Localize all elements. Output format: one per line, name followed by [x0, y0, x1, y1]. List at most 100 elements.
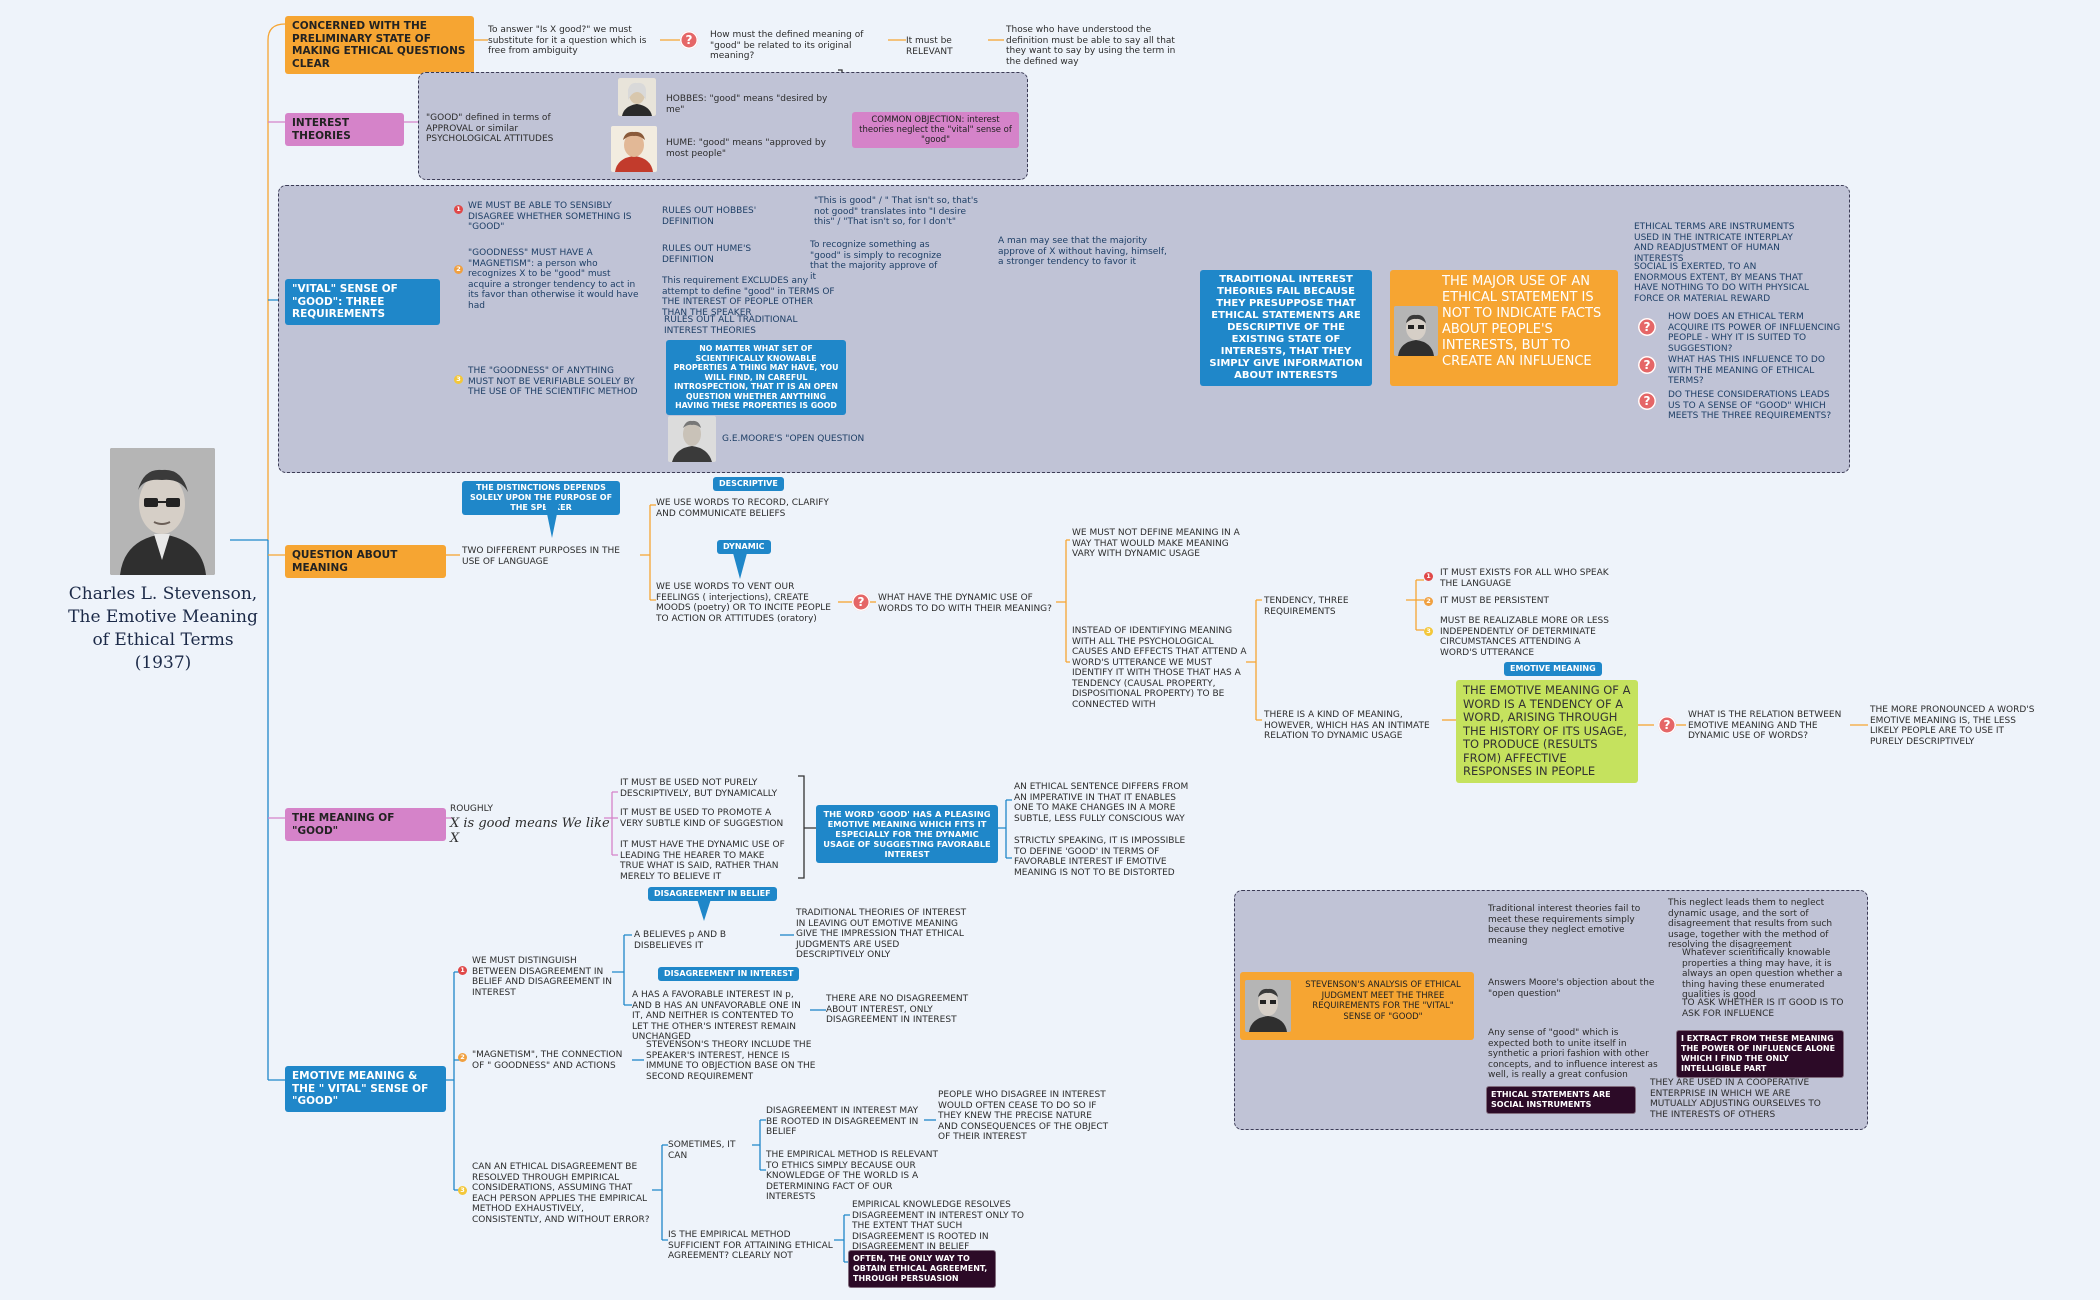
branch-vital-sense[interactable]: "VITAL" SENSE OF "GOOD": THREE REQUIREME…: [285, 279, 440, 325]
branch-emotive-vital[interactable]: EMOTIVE MEANING & THE " VITAL" SENSE OF …: [285, 1066, 446, 1112]
impossible-to-define: STRICTLY SPEAKING, IT IS IMPOSSIBLE TO D…: [1014, 836, 1186, 878]
preliminary-ambiguity: To answer "Is X good?" we must substitut…: [488, 25, 647, 56]
hobbes-definition: HOBBES: "good" means "desired by me": [666, 94, 828, 115]
analysis-neglect: Traditional interest theories fail to me…: [1488, 904, 1641, 946]
hobbes-translation: "This is good" / " That isn't so, that's…: [814, 196, 978, 227]
branch-interest-theories[interactable]: INTEREST THEORIES: [285, 113, 404, 146]
purpose-callout[interactable]: THE DISTINCTIONS DEPENDS SOLELY UPON THE…: [462, 481, 620, 515]
belief-example: A BELIEVES p AND B DISBELIEVES IT: [634, 930, 727, 951]
social-influence: SOCIAL IS EXERTED, TO AN ENORMOUS EXTENT…: [1634, 262, 1809, 304]
sometimes-it-can: SOMETIMES, IT CAN: [668, 1140, 736, 1161]
vital-requirement-1: WE MUST BE ABLE TO SENSIBLY DISAGREE WHE…: [468, 201, 632, 232]
number-2-icon: 2: [458, 1053, 467, 1062]
empirical-resolution-question: CAN AN ETHICAL DISAGREEMENT BE RESOLVED …: [472, 1162, 650, 1225]
number-2-icon: 2: [454, 265, 463, 274]
central-topic[interactable]: Charles L. Stevenson, The Emotive Meanin…: [68, 584, 258, 673]
moore-portrait: [668, 416, 716, 462]
good-dynamic: IT MUST BE USED NOT PURELY DESCRIPTIVELY…: [620, 778, 778, 799]
number-2-icon: 2: [1424, 597, 1433, 606]
rules-out-hume: RULES OUT HUME'S DEFINITION: [662, 244, 752, 265]
traditional-theories-fail[interactable]: TRADITIONAL INTEREST THEORIES FAIL BECAU…: [1200, 270, 1372, 386]
number-3-icon: 3: [1424, 627, 1433, 636]
descriptive-tag[interactable]: DESCRIPTIVE: [713, 477, 784, 491]
interest-example: A HAS A FAVORABLE INTEREST IN p, AND B H…: [632, 990, 801, 1042]
analysis-title: STEVENSON'S ANALYSIS OF ETHICAL JUDGMENT…: [1305, 980, 1461, 1022]
moore-open-question: G.E.MOORE'S "OPEN QUESTION: [722, 434, 865, 444]
must-not-define: WE MUST NOT DEFINE MEANING IN A WAY THAT…: [1072, 528, 1240, 559]
question-influence-meaning: WHAT HAS THIS INFLUENCE TO DO WITH THE M…: [1668, 355, 1825, 386]
question-icon: ?: [680, 31, 698, 49]
hume-counterexample: A man may see that the majority approve …: [998, 236, 1167, 267]
preliminary-relevant: It must be RELEVANT: [906, 36, 953, 57]
empirical-sufficient: IS THE EMPIRICAL METHOD SUFFICIENT FOR A…: [668, 1230, 833, 1261]
tendency-all-speakers: IT MUST EXISTS FOR ALL WHO SPEAK THE LAN…: [1440, 568, 1609, 589]
traditional-descriptive: TRADITIONAL THEORIES OF INTEREST IN LEAV…: [796, 908, 967, 960]
two-purposes: TWO DIFFERENT PURPOSES IN THE USE OF LAN…: [462, 546, 620, 567]
major-use-ethical-statement[interactable]: THE MAJOR USE OF AN ETHICAL STATEMENT IS…: [1390, 270, 1618, 386]
question-acquire-power: HOW DOES AN ETHICAL TERM ACQUIRE ITS POW…: [1668, 312, 1841, 354]
ethical-vs-imperative: AN ETHICAL SENTENCE DIFFERS FROM AN IMPE…: [1014, 782, 1189, 824]
number-1-icon: 1: [454, 205, 463, 214]
number-1-icon: 1: [458, 966, 467, 975]
persuasion-node[interactable]: OFTEN, THE ONLY WAY TO OBTAIN ETHICAL AG…: [848, 1250, 996, 1288]
requirement-excludes: This requirement EXCLUDES any attempt to…: [662, 276, 835, 318]
analysis-neglect-consequence: This neglect leads them to neglect dynam…: [1668, 898, 1833, 950]
number-3-icon: 3: [454, 375, 463, 384]
question-icon: ?: [1638, 318, 1656, 336]
analysis-moore: Answers Moore's objection about the "ope…: [1488, 978, 1655, 999]
disagreement-interest-tag[interactable]: DISAGREEMENT IN INTEREST: [658, 967, 800, 981]
question-icon: ?: [1658, 716, 1676, 734]
analysis-power-of-influence[interactable]: I EXTRACT FROM THESE MEANING THE POWER O…: [1676, 1030, 1844, 1078]
stevenson-immune: STEVENSON'S THEORY INCLUDE THE SPEAKER'S…: [646, 1040, 816, 1082]
good-formula: X is good means We like X: [450, 816, 610, 846]
tendency-persistent: IT MUST BE PERSISTENT: [1440, 596, 1550, 606]
question-three-requirements: DO THESE CONSIDERATIONS LEADS US TO A SE…: [1668, 390, 1832, 421]
dynamic-question: WHAT HAVE THE DYNAMIC USE OF WORDS TO DO…: [878, 593, 1052, 614]
branch-preliminary[interactable]: CONCERNED WITH THE PRELIMINARY STATE OF …: [285, 16, 474, 74]
empirical-relevant: THE EMPIRICAL METHOD IS RELEVANT TO ETHI…: [766, 1150, 938, 1202]
dynamic-use: WE USE WORDS TO VENT OUR FEELINGS ( inte…: [656, 582, 831, 624]
common-objection[interactable]: COMMON OBJECTION: interest theories negl…: [852, 112, 1019, 148]
analysis-social-instruments[interactable]: ETHICAL STATEMENTS ARE SOCIAL INSTRUMENT…: [1486, 1086, 1636, 1114]
analysis-ask-influence: TO ASK WHETHER IS IT GOOD IS TO ASK FOR …: [1682, 998, 1844, 1019]
hume-majority: To recognize something as "good" is simp…: [810, 240, 942, 282]
dynamic-tag[interactable]: DYNAMIC: [717, 540, 771, 554]
vital-requirement-2: "GOODNESS" MUST HAVE A "MAGNETISM": a pe…: [468, 248, 639, 311]
analysis-cooperative: THEY ARE USED IN A COOPERATIVE ENTERPRIS…: [1650, 1078, 1821, 1120]
hume-definition: HUME: "good" means "approved by most peo…: [666, 138, 826, 159]
identify-tendency: INSTEAD OF IDENTIFYING MEANING WITH ALL …: [1072, 626, 1247, 710]
emotive-relation-question: WHAT IS THE RELATION BETWEEN EMOTIVE MEA…: [1688, 710, 1842, 741]
number-3-icon: 3: [458, 1186, 467, 1195]
empirical-knowledge-resolves: EMPIRICAL KNOWLEDGE RESOLVES DISAGREEMEN…: [852, 1200, 1025, 1252]
distinguish-disagreement: WE MUST DISTINGUISH BETWEEN DISAGREEMENT…: [472, 956, 612, 998]
good-suggestion: IT MUST BE USED TO PROMOTE A VERY SUBTLE…: [620, 808, 784, 829]
emotive-meaning-definition[interactable]: THE EMOTIVE MEANING OF A WORD IS A TENDE…: [1456, 680, 1638, 783]
magnetism-actions: "MAGNETISM", THE CONNECTION OF " GOODNES…: [472, 1050, 623, 1071]
good-make-true: IT MUST HAVE THE DYNAMIC USE OF LEADING …: [620, 840, 785, 882]
hobbes-portrait: [618, 78, 656, 116]
stevenson-analysis-portrait: [1245, 980, 1291, 1032]
disagreement-belief-tag[interactable]: DISAGREEMENT IN BELIEF: [648, 887, 777, 901]
preliminary-definition: Those who have understood the definition…: [1006, 25, 1176, 67]
preliminary-question: How must the defined meaning of "good" b…: [710, 30, 864, 61]
stevenson-small-portrait: [1394, 306, 1438, 356]
number-1-icon: 1: [1424, 572, 1433, 581]
analysis-open-question: Whatever scientifically knowable propert…: [1682, 948, 1843, 1000]
descriptive-use: WE USE WORDS TO RECORD, CLARIFY AND COMM…: [656, 498, 829, 519]
emotive-meaning-tag[interactable]: EMOTIVE MEANING: [1504, 662, 1602, 676]
rules-out-traditional: RULES OUT ALL TRADITIONAL INTEREST THEOR…: [664, 315, 798, 336]
branch-question-meaning[interactable]: QUESTION ABOUT MEANING: [285, 545, 446, 578]
interest-approval: "GOOD" defined in terms of APPROVAL or s…: [426, 113, 554, 144]
vital-requirement-3: THE "GOODNESS" OF ANYTHING MUST NOT BE V…: [468, 366, 638, 397]
branch-meaning-of-good[interactable]: THE MEANING OF "GOOD": [285, 808, 446, 841]
open-question-callout[interactable]: NO MATTER WHAT SET OF SCIENTIFICALLY KNO…: [666, 340, 846, 415]
emotive-relation-answer: THE MORE PRONOUNCED A WORD'S EMOTIVE MEA…: [1870, 705, 2035, 747]
no-disagreement-about: THERE ARE NO DISAGREEMENT ABOUT INTEREST…: [826, 994, 969, 1025]
question-icon: ?: [1638, 392, 1656, 410]
word-good-emotive[interactable]: THE WORD 'GOOD' HAS A PLEASING EMOTIVE M…: [816, 805, 998, 863]
intimate-relation: THERE IS A KIND OF MEANING, HOWEVER, WHI…: [1264, 710, 1430, 741]
rules-out-hobbes: RULES OUT HOBBES' DEFINITION: [662, 206, 757, 227]
question-icon: ?: [1638, 356, 1656, 374]
tendency-realizable: MUST BE REALIZABLE MORE OR LESS INDEPEND…: [1440, 616, 1609, 658]
